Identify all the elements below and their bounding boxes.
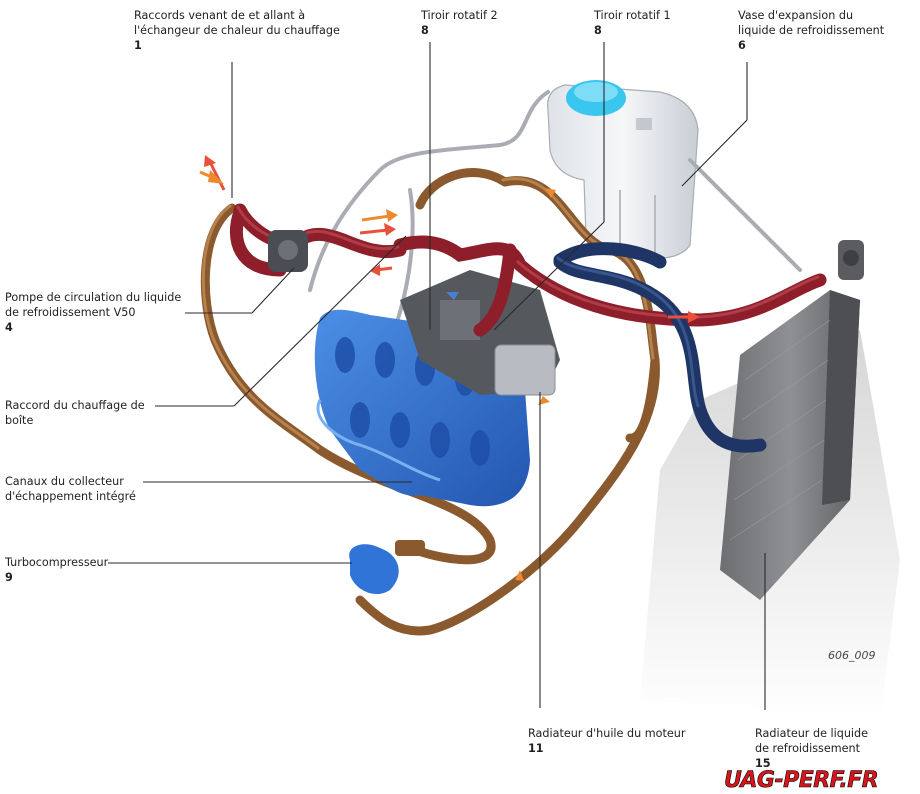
callout-text: Vase d'expansion du liquide de refroidis… (738, 9, 885, 37)
callout-gearbox-heating: Raccord du chauffage de boîte (5, 398, 145, 428)
callout-number: 9 (5, 571, 13, 584)
callout-text: Tiroir rotatif 1 (594, 9, 671, 22)
hot-arrow-icon (204, 155, 226, 191)
hot-arrow-icon (370, 264, 393, 276)
callout-number: 8 (594, 24, 602, 37)
callout-number: 15 (755, 757, 771, 770)
callout-expansion-tank: Vase d'expansion du liquide de refroidis… (738, 8, 884, 53)
warm-arrow-icon (361, 209, 398, 222)
callout-text: Radiateur de liquide de refroidissement (755, 727, 869, 755)
callout-oil-cooler: Radiateur d'huile du moteur 11 (528, 726, 685, 756)
callout-exhaust-manifold: Canaux du collecteur d'échappement intég… (5, 474, 136, 504)
callout-rotary-valve-2: Tiroir rotatif 2 8 (421, 8, 498, 38)
warm-arrow-icon (199, 170, 224, 184)
flow-arrows (199, 155, 700, 581)
callout-coolant-radiator: Radiateur de liquide de refroidissement … (755, 726, 868, 771)
coolant-radiator (720, 240, 864, 600)
leader-lines (108, 42, 766, 710)
callout-text: Raccords venant de et allant à l'échange… (134, 9, 340, 37)
callout-rotary-valve-1: Tiroir rotatif 1 8 (594, 8, 671, 38)
coolant-pump-v50 (268, 230, 308, 272)
callout-text: Canaux du collecteur d'échappement intég… (5, 475, 136, 503)
hot-arrow-icon (359, 223, 396, 236)
warm-arrow-icon (515, 570, 524, 581)
warm-arrow-icon (545, 188, 556, 198)
warm-arrow-icon (538, 396, 550, 405)
callout-text: Raccord du chauffage de boîte (5, 399, 145, 427)
cold-hose-highlights (556, 256, 700, 408)
hot-arrow-icon (668, 311, 700, 323)
expansion-tank (547, 80, 699, 259)
callout-number: 11 (528, 742, 544, 755)
turbocharger (349, 540, 425, 595)
callout-text: Pompe de circulation du liquide de refro… (5, 291, 182, 319)
callout-turbocharger: Turbocompresseur 9 (5, 555, 108, 585)
callout-number: 4 (5, 321, 13, 334)
callout-text: Tiroir rotatif 2 (421, 9, 498, 22)
callout-number: 1 (134, 39, 142, 52)
callout-coolant-pump: Pompe de circulation du liquide de refro… (5, 290, 181, 335)
watermark-logo: UAG-PERF.FR (724, 768, 879, 794)
callout-heater-connections: Raccords venant de et allant à l'échange… (134, 8, 340, 53)
cold-arrow-icon (446, 292, 459, 300)
callout-text: Turbocompresseur (5, 556, 109, 569)
callout-text: Radiateur d'huile du moteur (528, 727, 686, 740)
callout-number: 6 (738, 39, 746, 52)
callout-number: 8 (421, 24, 429, 37)
figure-reference: 606_009 (828, 649, 876, 662)
